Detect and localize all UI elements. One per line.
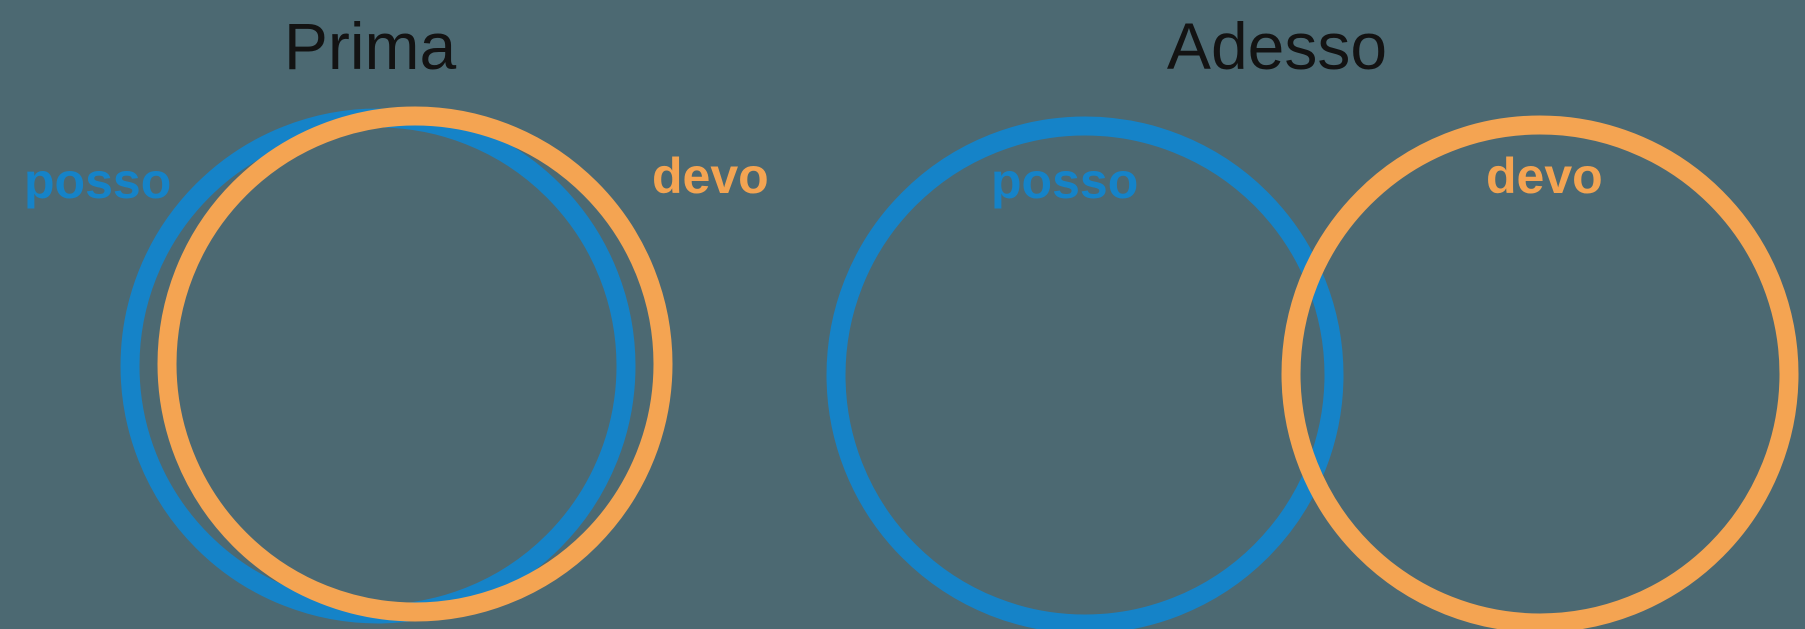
prima-posso-label: posso [24, 153, 172, 209]
adesso-posso-label: posso [991, 153, 1139, 209]
prima-title: Prima [283, 9, 457, 83]
adesso-posso-circle [826, 116, 1344, 629]
adesso-devo-circle [1281, 115, 1799, 629]
prima-posso-circle [120, 108, 636, 624]
prima-devo-label: devo [652, 148, 769, 204]
prima-devo-circle [157, 106, 673, 622]
adesso-devo-label: devo [1486, 148, 1603, 204]
adesso-title: Adesso [1166, 9, 1388, 83]
